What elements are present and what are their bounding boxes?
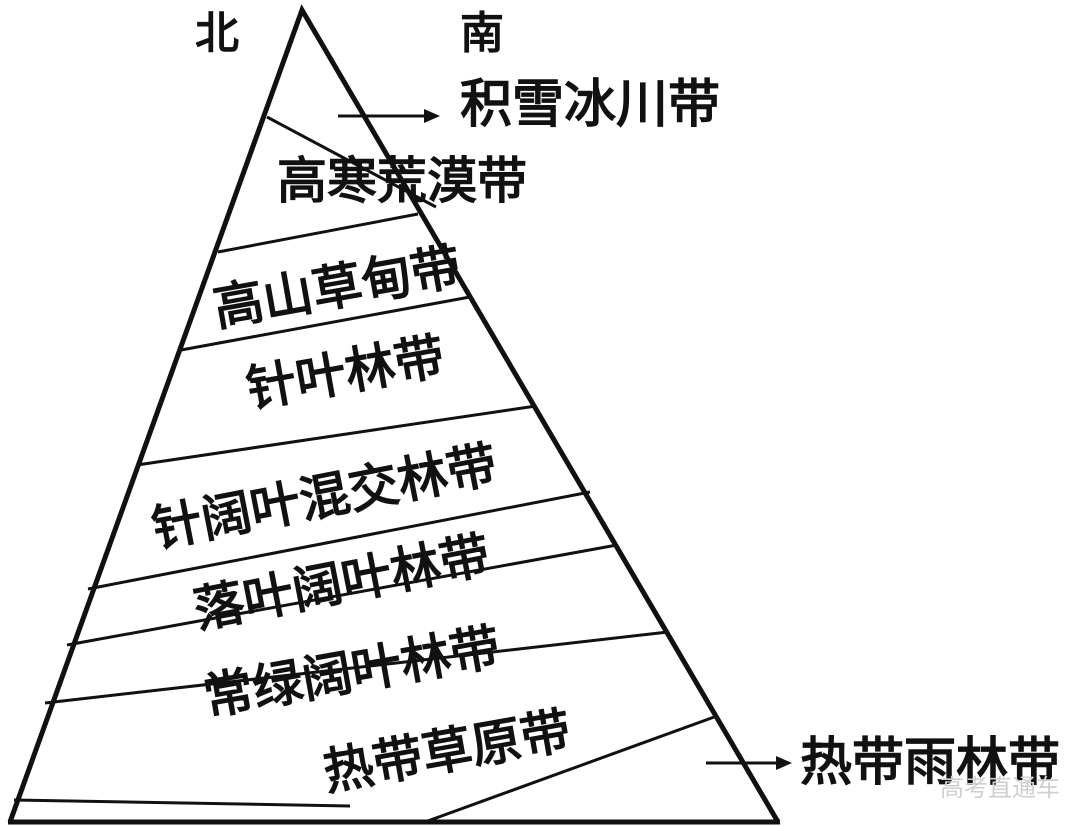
- arrow-rainforest-zone: [706, 756, 792, 770]
- mountain-outline: [7, 4, 781, 824]
- zone-label-tropical-savanna: 热带草原带: [319, 701, 575, 802]
- zone-label-coniferous-forest: 针叶林带: [242, 327, 449, 419]
- boundary-deciduous-evergreen: [66, 543, 618, 647]
- boundary-snow-desert: [266, 115, 437, 209]
- boundary-savanna-rainforest-south: [424, 714, 718, 824]
- boundary-conifer-mixed: [136, 404, 537, 467]
- watermark-text: 高考直通车: [940, 774, 1060, 802]
- zone-label-evergreen-broadleaf: 常绿阔叶林带: [199, 618, 505, 727]
- south-label: 南: [460, 8, 504, 59]
- boundary-evergreen-savanna: [44, 630, 669, 705]
- zone-label-snow-glacier: 积雪冰川带: [460, 75, 720, 135]
- zone-label-alpine-desert: 高寒荒漠带: [277, 152, 527, 210]
- boundary-mixed-deciduous: [87, 490, 591, 591]
- boundary-desert-meadow: [217, 212, 419, 254]
- boundary-meadow-conifer: [180, 295, 471, 352]
- zone-label-tropical-rainforest: 热带雨林带: [800, 733, 1060, 793]
- arrow-snow-zone: [338, 109, 440, 123]
- boundary-savanna-rainforest-north: [13, 798, 351, 808]
- north-label: 北: [195, 8, 239, 59]
